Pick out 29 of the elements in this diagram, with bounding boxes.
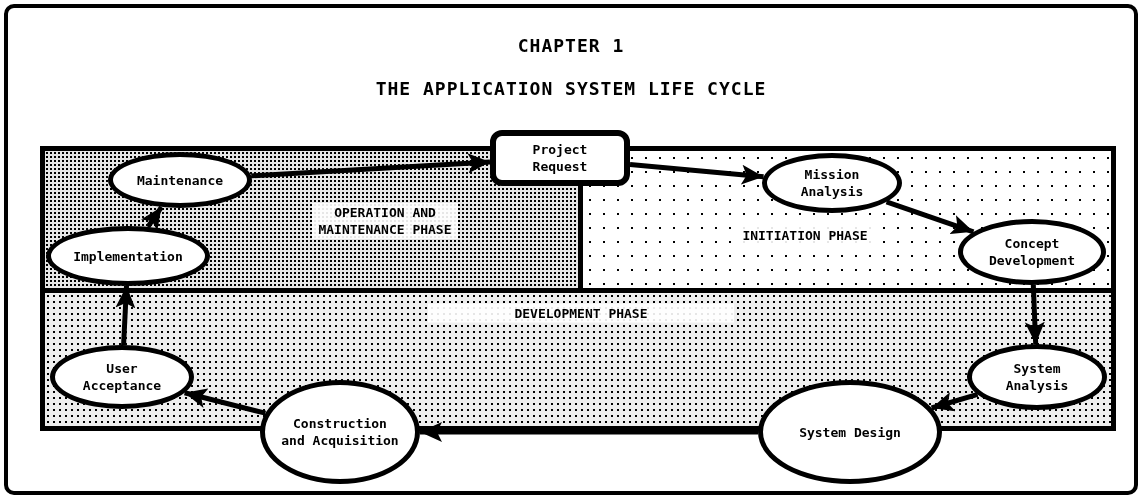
step-label: Project Request [531, 141, 589, 175]
step-label: Implementation [72, 247, 184, 265]
arrow [251, 153, 491, 179]
arrow [629, 161, 764, 185]
phase-label: DEVELOPMENT PHASE [428, 303, 734, 323]
process-ellipse [958, 219, 1106, 285]
arrow [420, 422, 758, 442]
step-label: System Analysis [1004, 360, 1070, 394]
step-label: Mission Analysis [799, 166, 865, 200]
arrow [140, 205, 164, 231]
request-box [490, 130, 630, 186]
step-label: Concept Development [987, 235, 1077, 269]
arrow [885, 199, 975, 235]
phase-label: OPERATION AND MAINTENANCE PHASE [312, 203, 458, 239]
process-ellipse [967, 344, 1107, 410]
arrow [115, 285, 136, 346]
arrow [1024, 284, 1045, 345]
arrow [184, 388, 267, 416]
process-ellipse [762, 153, 902, 213]
process-ellipse [50, 345, 194, 409]
chapter-title: CHAPTER 1 [516, 35, 626, 56]
caption: THE APPLICATION SYSTEM LIFE CYCLE [374, 78, 768, 99]
process-ellipse [46, 226, 210, 286]
step-label: Construction and Acquisition [280, 415, 400, 449]
step-label: User Acceptance [81, 360, 163, 394]
process-ellipse [108, 152, 252, 208]
arrow [930, 392, 979, 412]
step-label: Maintenance [135, 171, 225, 189]
step-label: System Design [798, 423, 902, 441]
